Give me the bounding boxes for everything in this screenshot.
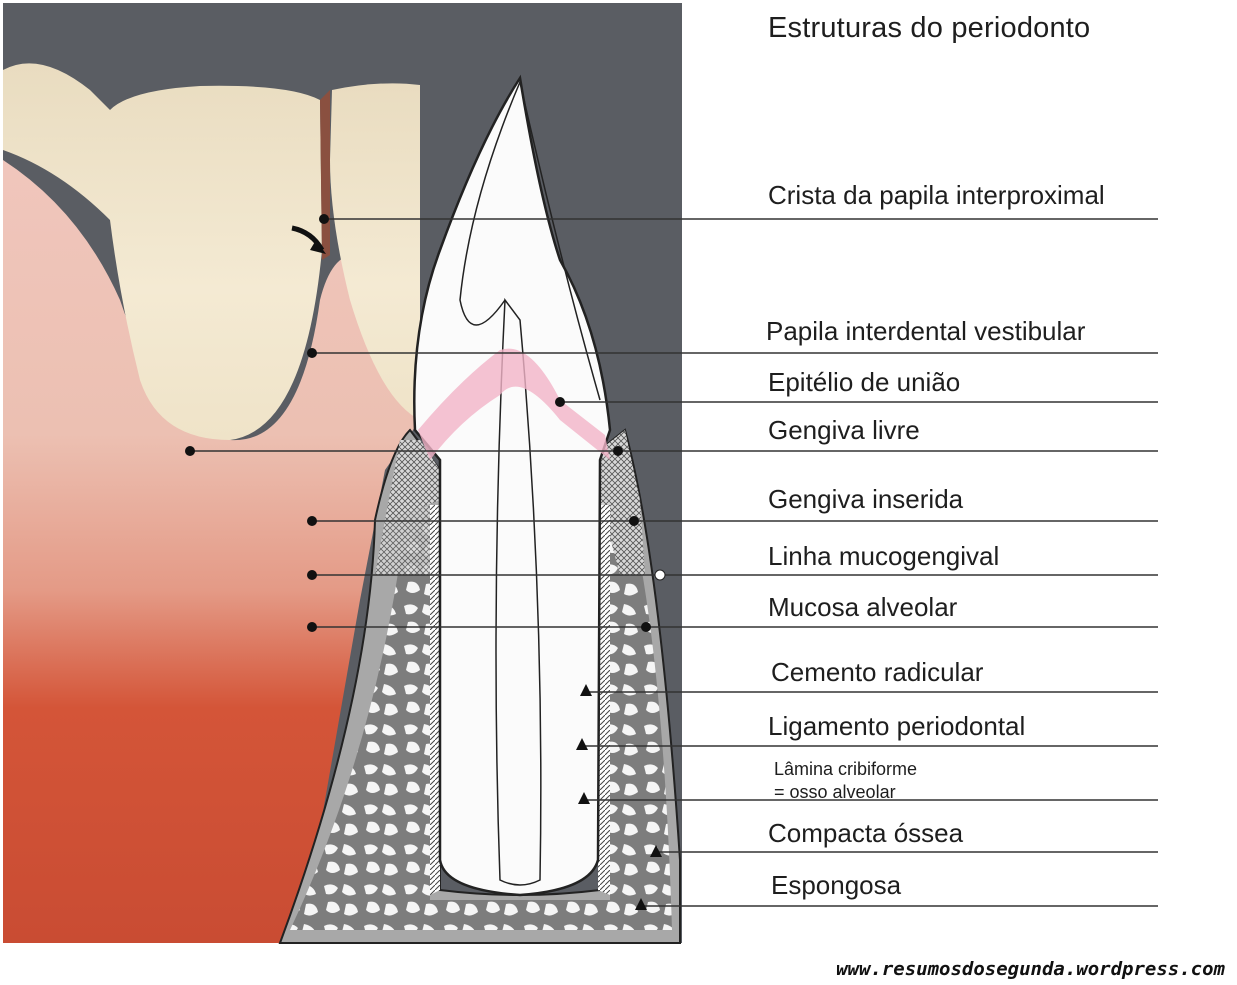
label-mucosa-alveolar: Mucosa alveolar <box>768 592 958 622</box>
right-incisor <box>330 83 420 420</box>
label-epitelio: Epitélio de união <box>768 367 961 397</box>
junctional-epithelium <box>418 348 610 460</box>
enamel-line <box>459 81 521 326</box>
leader-lines <box>190 218 1158 907</box>
label-papila: Papila interdental vestibular <box>766 316 1086 346</box>
mucogingival-marker <box>654 569 666 581</box>
tooth-section <box>413 74 612 897</box>
enamel-line-right <box>519 81 601 401</box>
arrow-head <box>310 240 326 254</box>
label-compacta: Compacta óssea <box>768 818 964 848</box>
label-lamina-line1: Lâmina cribiforme <box>774 759 918 779</box>
label-ligamento: Ligamento periodontal <box>768 711 1026 741</box>
pulp <box>495 297 542 886</box>
left-incisor <box>3 63 322 440</box>
pointer-dots <box>185 214 651 632</box>
gingiva-left <box>385 440 440 520</box>
label-gengiva-livre: Gengiva livre <box>768 415 920 445</box>
ligament-right <box>598 505 610 895</box>
ligament-left <box>430 505 440 895</box>
pointer-triangles <box>576 684 662 910</box>
label-cemento: Cemento radicular <box>771 657 984 687</box>
bone-spongy <box>290 500 672 930</box>
label-espongosa: Espongosa <box>771 870 902 900</box>
gingiva-right <box>600 430 645 575</box>
source-url: www.resumosdosegunda.wordpress.com <box>836 958 1225 980</box>
diagram-title: Estruturas do periodonto <box>768 12 1091 44</box>
label-lamina-line2: = osso alveolar <box>774 782 896 802</box>
label-crista: Crista da papila interproximal <box>768 180 1105 210</box>
mucosa-left <box>375 505 430 575</box>
label-linha-mucogengival: Linha mucogengival <box>768 541 1000 571</box>
label-gengiva-inserida: Gengiva inserida <box>768 484 964 514</box>
